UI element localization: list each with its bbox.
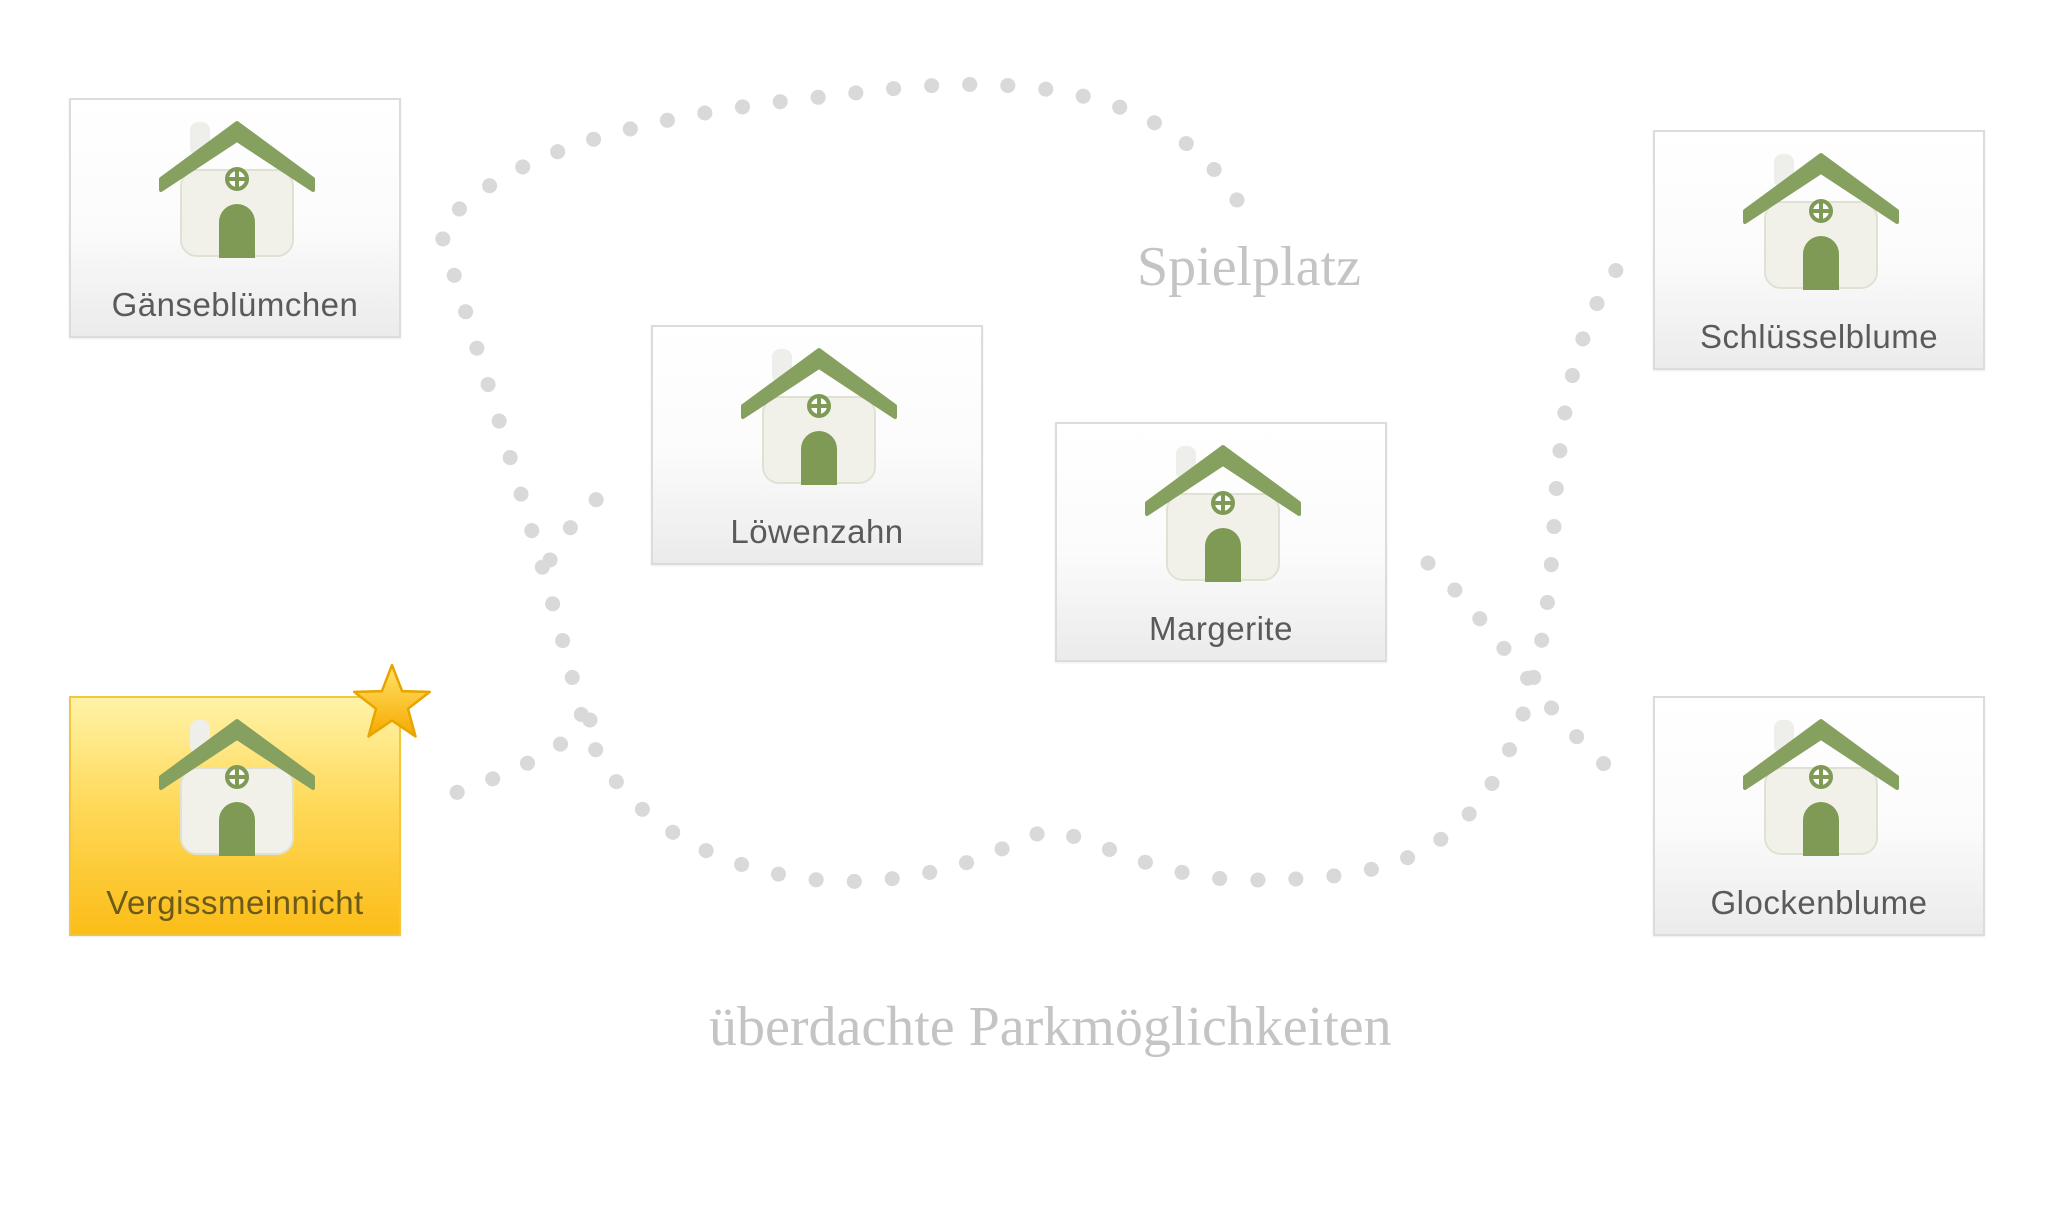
house-tile-glockenblume[interactable]: Glockenblume: [1653, 696, 1985, 936]
house-icon: [159, 121, 315, 258]
house-tile-vergissmeinnicht[interactable]: Vergissmeinnicht: [69, 696, 401, 936]
house-label: Schlüsselblume: [1699, 318, 1939, 355]
house-label: Vergissmeinnicht: [106, 884, 364, 921]
dotted-path-loewenzahn: [542, 472, 628, 568]
house-icon: [1743, 153, 1899, 290]
house-icon: [1743, 719, 1899, 856]
star-icon: [352, 663, 432, 738]
house-tile-loewenzahn[interactable]: Löwenzahn: [651, 325, 983, 565]
house-label: Gänseblümchen: [111, 286, 359, 323]
house-tile-schluesselblume[interactable]: Schlüsselblume: [1653, 130, 1985, 370]
house-tile-margerite[interactable]: Margerite: [1055, 422, 1387, 662]
house-icon: [1145, 445, 1301, 582]
area-label-parking: überdachte Parkmöglichkeiten: [709, 996, 1392, 1058]
house-label: Margerite: [1149, 610, 1293, 647]
house-icon: [159, 719, 315, 856]
dotted-path-vergissmeinnicht: [442, 712, 598, 803]
house-label: Glockenblume: [1710, 884, 1928, 921]
house-tile-gaensebluemchen[interactable]: Gänseblümchen: [69, 98, 401, 338]
house-icon: [741, 348, 897, 485]
area-label-playground: Spielplatz: [1137, 236, 1361, 298]
dotted-path-glockenblume: [1420, 555, 1633, 793]
dotted-path-playground-loop: [431, 76, 1628, 889]
house-label: Löwenzahn: [730, 513, 904, 550]
